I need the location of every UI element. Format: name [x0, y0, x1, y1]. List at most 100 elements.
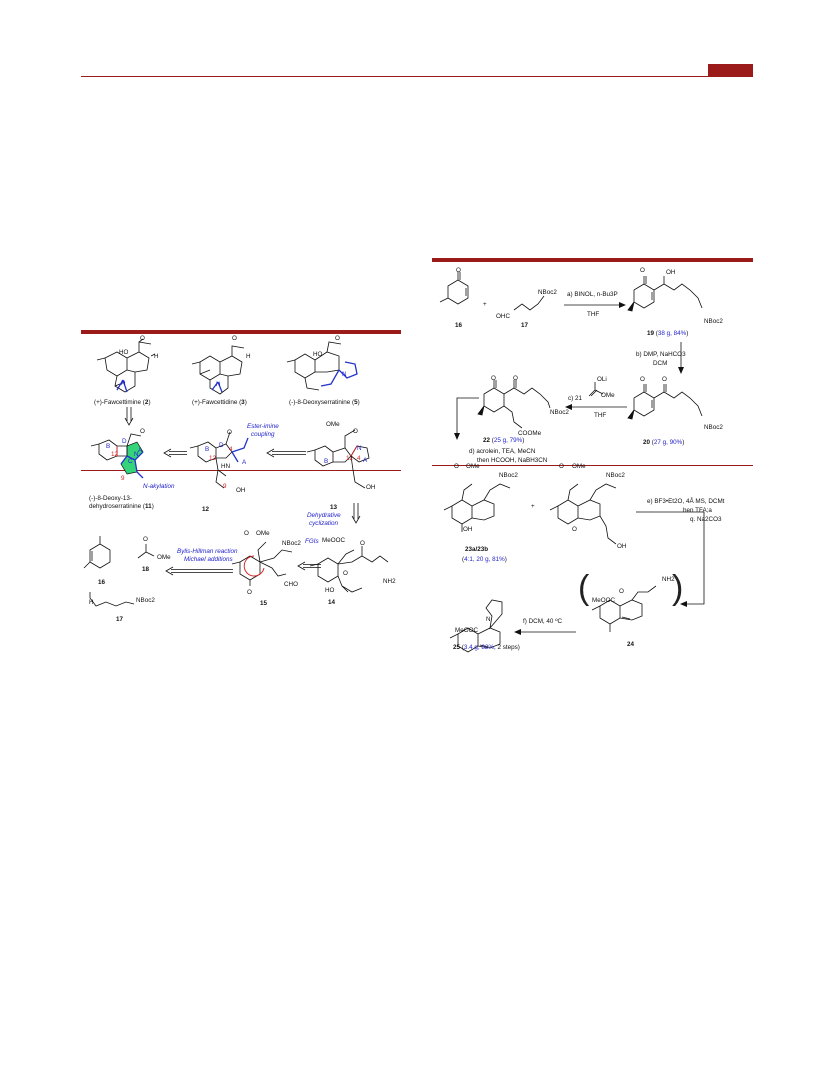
c4-label: 4: [357, 455, 361, 462]
bracket-close-24: ): [672, 569, 684, 607]
compound-12-structure: [189, 431, 249, 489]
compound-22-structure: [477, 380, 551, 429]
h-label: H: [89, 599, 94, 606]
reagent-e-line1: e) BF3•Et2O, 4Å MS, DCMt: [647, 498, 725, 505]
nboc-label: NBoc2: [704, 318, 723, 325]
compound-16-number: 16: [455, 322, 463, 329]
o-label: O: [353, 428, 358, 435]
o-label: O: [232, 335, 237, 342]
meooc-label: MeOOC: [455, 627, 479, 634]
oh-label: OH: [463, 526, 473, 533]
reagent-e-line3: q. Na2CO3: [690, 516, 722, 523]
o-label: O: [335, 335, 340, 342]
o-label: O: [247, 589, 252, 596]
ester-imine-annotation-2: coupling: [251, 431, 275, 438]
compound-20-label: 20 (27 g, 90%): [643, 439, 685, 446]
arrow-step-b: [678, 342, 684, 374]
o-label: O: [244, 530, 249, 537]
fawcettidine-name: (+)-Fawcettidine (3): [192, 399, 247, 406]
hn-label: HN: [221, 463, 231, 470]
reagent-c: c) 21: [568, 395, 582, 402]
arrow-step-c: [565, 404, 627, 410]
compound-18-structure: [137, 544, 155, 559]
compound-23a-structure: [443, 483, 511, 532]
o-label: O: [559, 463, 564, 470]
arrow-step-d: [454, 397, 479, 440]
compound-12-number: 12: [202, 506, 210, 513]
n-label: N: [342, 371, 347, 378]
compound-18-number: 18: [142, 566, 150, 573]
arrow-step-e: [636, 511, 705, 607]
compound-11-structure: [90, 433, 144, 479]
compound-15-number: 15: [260, 600, 268, 607]
compound-16-structure: [439, 272, 469, 305]
compound-19-structure: [627, 276, 703, 312]
arrow-step-f: [514, 629, 576, 635]
o-label: O: [662, 376, 667, 383]
reagent-e-line2: hen TFA;a: [683, 507, 712, 514]
o-label: O: [513, 375, 518, 382]
compound-23b-structure: [549, 483, 617, 545]
right-scheme-top-rule: [432, 258, 753, 262]
compound-11-name-line1: (-)-8-Deoxy-13-: [89, 495, 133, 502]
compound-11-name-line2: dehydroserratinine (11): [89, 503, 154, 510]
reagent-f: f) DCM, 40 ºC: [523, 618, 563, 625]
ho-label: HO: [313, 351, 323, 358]
o-label: O: [360, 540, 365, 547]
reagent-a-solvent: THF: [587, 311, 600, 318]
o-label: O: [619, 588, 624, 595]
o-label: O: [140, 428, 145, 435]
compound-14-structure: [309, 546, 389, 593]
compound-16-number: 16: [98, 579, 106, 586]
c12-label: 12: [209, 455, 217, 462]
right-scheme-bottom-rule: [432, 465, 753, 466]
compound-14-number: 14: [328, 599, 336, 606]
ring-a-label: A: [138, 447, 143, 454]
n-alkylation-annotation: N-akylation: [143, 483, 175, 490]
oh-label: OH: [617, 543, 627, 550]
nh2-label: NH2: [662, 576, 675, 583]
n-label: N: [357, 445, 362, 452]
retro-arrow-down-1: [124, 407, 134, 426]
reagent-b-line1: b) DMP, NaHCO3: [636, 351, 686, 358]
header-rule: [81, 76, 753, 77]
ring-c-label: C: [128, 458, 133, 465]
compound-13-number: 13: [330, 504, 338, 511]
ester-imine-annotation-1: Ester-imine: [247, 423, 279, 430]
compound-17-structure: [513, 295, 545, 311]
nh2-label: NH2: [383, 578, 396, 585]
left-scheme-top-rule: [81, 330, 401, 334]
fawcettimine-structure: [96, 338, 156, 393]
ome-label: OMe: [256, 530, 270, 537]
plus-sign: +: [483, 301, 487, 308]
ome-label: OMe: [466, 463, 480, 470]
reagent-b-line2: DCM: [653, 360, 668, 367]
oli-label: OLi: [597, 376, 607, 383]
c4-label: 4: [229, 446, 233, 453]
ring-b-label: B: [106, 443, 111, 450]
retro-arrow-down-2: [351, 503, 361, 524]
nboc-label: NBoc2: [538, 289, 557, 296]
compound-24-structure: [591, 585, 657, 632]
o-label: O: [456, 267, 461, 274]
compound-16-structure: [83, 536, 111, 569]
o-label: O: [343, 570, 348, 577]
bracket-open-24: (: [578, 569, 590, 607]
ome-label: OMe: [326, 421, 340, 428]
compound-20-structure: [627, 384, 703, 420]
compound-25-structure: [449, 599, 503, 653]
reagent-21-structure: [588, 382, 604, 397]
meooc-label: MeOOC: [592, 597, 616, 604]
ring-a-label: A: [363, 457, 368, 464]
fawcettimine-name: (+)-Fawcettimine (2): [94, 399, 151, 406]
ring-d-label: D: [219, 442, 224, 449]
reagent-d-line2: then HCOOH, NaBH3CN: [477, 457, 548, 464]
reagent-a: a) BINOL, n-Bu3P: [567, 291, 618, 298]
retro-arrow-left-1: [163, 448, 187, 458]
baylis-annotation-1: Bylis-Hillman reaction: [177, 548, 238, 555]
compound-17-number: 17: [521, 322, 529, 329]
n-label: N: [216, 381, 221, 388]
compound-17-structure: [89, 592, 135, 607]
ome-label: OMe: [572, 463, 586, 470]
c12-label: 12: [346, 455, 354, 462]
